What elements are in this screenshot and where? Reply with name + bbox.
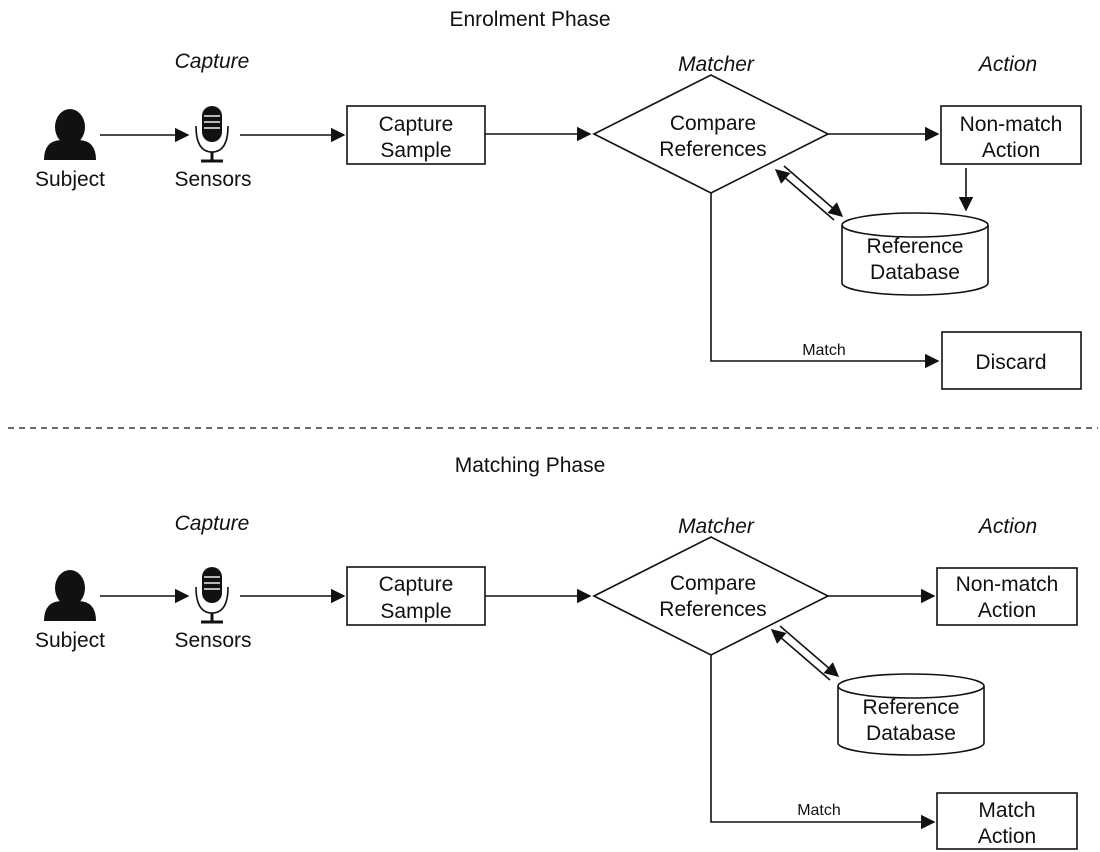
nonmatch-action-box: [936, 567, 1078, 626]
database-line1: Reference: [863, 696, 960, 719]
person-icon: [44, 109, 96, 160]
match-edge-label: Match: [797, 802, 841, 819]
person-icon: [44, 570, 96, 621]
sensors-label: Sensors: [174, 168, 251, 191]
phase-title: Matching Phase: [455, 454, 606, 477]
phase-title: Enrolment Phase: [449, 8, 610, 31]
capture-sample-line1: Capture: [379, 573, 454, 596]
reference-database-cylinder: [841, 212, 989, 296]
microphone-icon: [195, 567, 229, 624]
arrow-database-to-compare: [774, 169, 835, 221]
arrow-database-to-compare: [770, 629, 831, 681]
capture-sample-line1: Capture: [379, 113, 454, 136]
nonmatch-line2: Action: [982, 139, 1040, 162]
match-action-line2: Action: [978, 825, 1036, 848]
nonmatch-action-box: [940, 105, 1082, 165]
match-edge-label: Match: [802, 342, 846, 359]
nonmatch-line1: Non-match: [960, 113, 1063, 136]
discard-box: [941, 331, 1082, 390]
column-label-matcher: Matcher: [678, 53, 755, 76]
column-label-matcher: Matcher: [678, 515, 755, 538]
microphone-icon: [195, 106, 229, 163]
capture-sample-line2: Sample: [380, 600, 451, 623]
compare-line2: References: [659, 598, 766, 621]
discard-label: Discard: [975, 351, 1046, 374]
subject-label: Subject: [35, 629, 105, 652]
column-label-action: Action: [977, 515, 1037, 538]
database-line2: Database: [870, 261, 960, 284]
subject-label: Subject: [35, 168, 105, 191]
compare-line1: Compare: [670, 112, 756, 135]
matching-phase: Matching Phase Capture Matcher Action Su…: [35, 454, 1078, 850]
match-action-line1: Match: [978, 799, 1035, 822]
database-line1: Reference: [867, 235, 964, 258]
arrow-compare-to-database: [779, 625, 840, 677]
column-label-capture: Capture: [175, 512, 250, 535]
arrow-compare-to-database: [783, 165, 844, 217]
reference-database-cylinder: [837, 673, 985, 756]
capture-sample-box: [346, 566, 486, 626]
arrow-compare-to-match-action: [710, 193, 940, 369]
arrow-compare-to-match-action: [710, 655, 936, 830]
capture-sample-box: [346, 105, 486, 165]
nonmatch-line1: Non-match: [956, 573, 1059, 596]
column-label-action: Action: [977, 53, 1037, 76]
compare-line1: Compare: [670, 572, 756, 595]
enrolment-phase: Enrolment Phase Capture Matcher Action S…: [35, 8, 1082, 390]
compare-line2: References: [659, 138, 766, 161]
nonmatch-line2: Action: [978, 599, 1036, 622]
capture-sample-line2: Sample: [380, 139, 451, 162]
match-action-box: [936, 792, 1078, 850]
column-label-capture: Capture: [175, 50, 250, 73]
sensors-label: Sensors: [174, 629, 251, 652]
database-line2: Database: [866, 722, 956, 745]
